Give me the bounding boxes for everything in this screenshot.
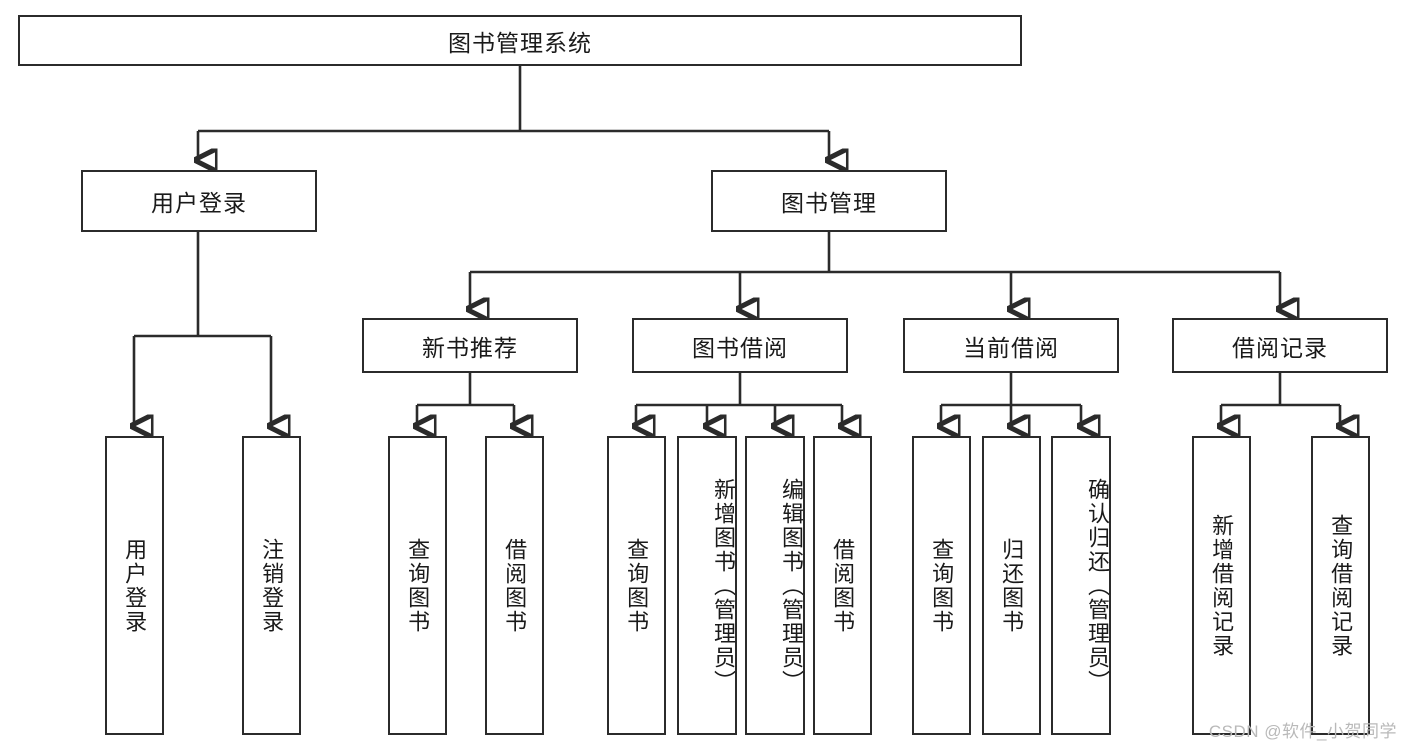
node-book-borrow[interactable]: 图书借阅 <box>632 318 848 373</box>
leaf-borrow-record-add[interactable]: 新增借阅记录 <box>1192 436 1251 735</box>
leaf-current-borrow-query[interactable]: 查询图书 <box>912 436 971 735</box>
node-label: 用户登录 <box>151 190 247 216</box>
leaf-current-borrow-return[interactable]: 归还图书 <box>982 436 1041 735</box>
node-root-system[interactable]: 图书管理系统 <box>18 15 1022 66</box>
node-label: 查询借阅记录 <box>1328 513 1354 658</box>
node-borrow-record[interactable]: 借阅记录 <box>1172 318 1388 373</box>
leaf-current-borrow-confirm-admin[interactable]: 确认归还（管理员） <box>1051 436 1111 735</box>
leaf-book-borrow-edit-admin[interactable]: 编辑图书（管理员） <box>745 436 805 735</box>
node-label: 新增图书（管理员） <box>711 477 736 694</box>
node-label: 借阅记录 <box>1232 334 1328 361</box>
node-book-management[interactable]: 图书管理 <box>711 170 947 232</box>
node-label: 归还图书 <box>999 537 1025 634</box>
node-label: 图书借阅 <box>692 334 788 361</box>
leaf-book-borrow-add-admin[interactable]: 新增图书（管理员） <box>677 436 737 735</box>
node-current-borrow[interactable]: 当前借阅 <box>903 318 1119 373</box>
node-label: 用户登录 <box>122 537 148 634</box>
node-user-login[interactable]: 用户登录 <box>81 170 317 232</box>
node-label: 当前借阅 <box>963 334 1059 361</box>
node-label: 图书管理系统 <box>448 29 592 56</box>
node-label: 确认归还（管理员） <box>1085 477 1110 694</box>
leaf-user-login-logout[interactable]: 注销登录 <box>242 436 301 735</box>
leaf-new-book-borrow[interactable]: 借阅图书 <box>485 436 544 735</box>
node-label: 图书管理 <box>781 190 877 216</box>
leaf-book-borrow-query[interactable]: 查询图书 <box>607 436 666 735</box>
node-label: 编辑图书（管理员） <box>779 477 804 694</box>
leaf-new-book-query[interactable]: 查询图书 <box>388 436 447 735</box>
node-label: 新增借阅记录 <box>1209 513 1235 658</box>
node-label: 借阅图书 <box>830 537 856 634</box>
node-label: 查询图书 <box>929 537 955 634</box>
leaf-user-login-login[interactable]: 用户登录 <box>105 436 164 735</box>
node-label: 查询图书 <box>405 537 431 634</box>
node-label: 注销登录 <box>259 537 285 634</box>
node-new-book-recommend[interactable]: 新书推荐 <box>362 318 578 373</box>
leaf-book-borrow-borrow[interactable]: 借阅图书 <box>813 436 872 735</box>
node-label: 新书推荐 <box>422 334 518 361</box>
csdn-watermark: CSDN @软件_小贺同学 <box>1208 722 1397 741</box>
leaf-borrow-record-query[interactable]: 查询借阅记录 <box>1311 436 1370 735</box>
node-label: 借阅图书 <box>502 537 528 634</box>
node-label: 查询图书 <box>624 537 650 634</box>
